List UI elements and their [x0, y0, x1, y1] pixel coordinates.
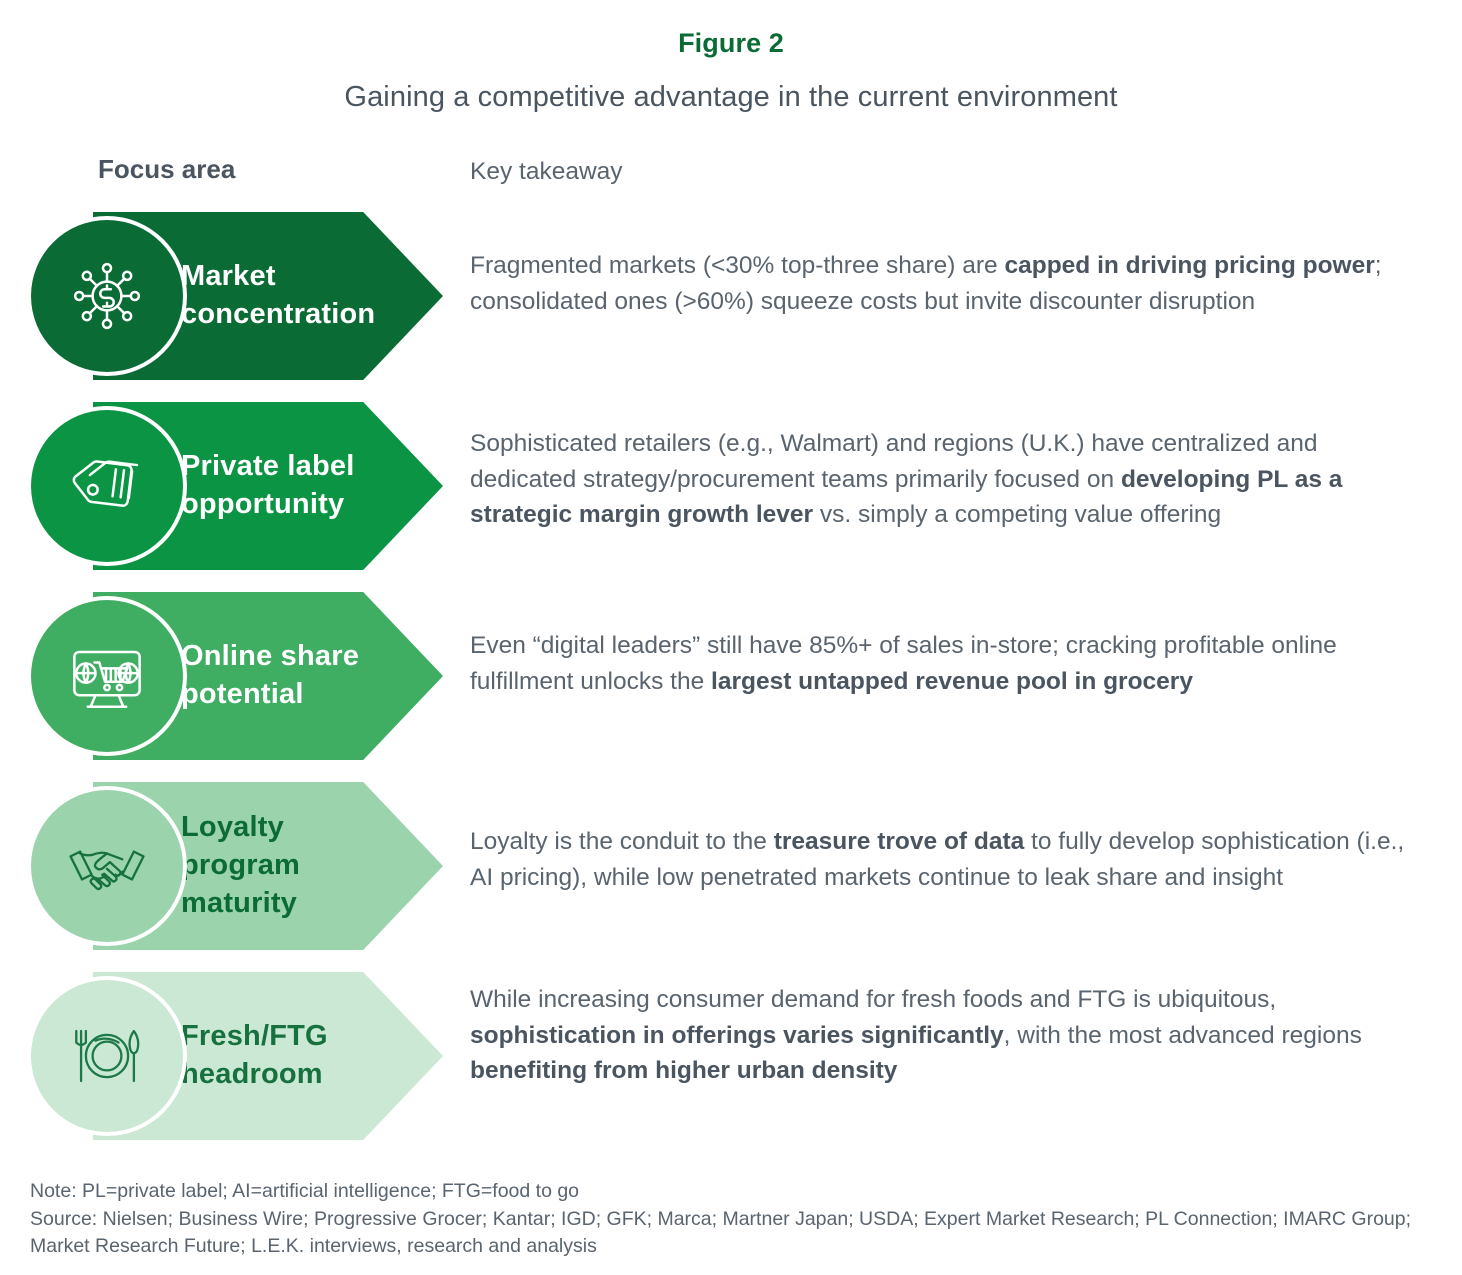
column-headers: Focus area Key takeaway — [0, 154, 1462, 198]
takeaway-online-share-potential: Even “digital leaders” still have 85%+ o… — [470, 632, 1337, 695]
figure-title: Gaining a competitive advantage in the c… — [344, 81, 1118, 113]
rows-container: Market concentration — [0, 212, 1462, 1147]
plate-cutlery-icon — [75, 1029, 140, 1083]
focus-label: Fresh/FTG headroom — [181, 1020, 328, 1090]
column-header-focus-area: Focus area — [98, 154, 236, 184]
handshake-icon — [69, 850, 145, 891]
takeaway-loyalty-program-maturity: Loyalty is the conduit to the treasure t… — [470, 828, 1405, 891]
row-fresh-ftg-headroom: Fresh/FTG headroom While increasing cons… — [0, 972, 1462, 1147]
takeaway-market-concentration: Fragmented markets (<30% top-three share… — [470, 252, 1382, 315]
column-header-key-takeaway: Key takeaway — [470, 158, 623, 185]
figure-label: Figure 2 — [678, 28, 784, 58]
monitor-cart-icon — [73, 650, 141, 708]
focus-label: Private label opportunity — [181, 450, 355, 520]
icon-circle-market-concentration — [31, 220, 183, 372]
row-market-concentration: Market concentration — [0, 212, 1462, 402]
footer-notes: Note: PL=private label; AI=artificial in… — [30, 1178, 1430, 1261]
icon-circle-online-share-potential — [31, 600, 183, 752]
footer-source-line-1: Source: Nielsen; Business Wire; Progress… — [30, 1207, 1412, 1230]
takeaway-fresh-ftg-headroom: While increasing consumer demand for fre… — [470, 986, 1362, 1085]
icon-circle-fresh-ftg-headroom — [31, 980, 183, 1132]
takeaway-private-label-opportunity: Sophisticated retailers (e.g., Walmart) … — [470, 430, 1343, 529]
focus-label: Online share potential — [181, 640, 360, 710]
row-loyalty-program-maturity: Loyalty program maturity Loyalty is the — [0, 782, 1462, 972]
icon-circle-loyalty-program-maturity — [31, 790, 183, 942]
icon-circle-private-label-opportunity — [31, 410, 183, 562]
dollar-network-icon — [73, 262, 141, 330]
focus-label: Loyalty program maturity — [181, 811, 301, 919]
price-tag-icon — [72, 460, 139, 507]
row-online-share-potential: Online share potential Even “digital le — [0, 592, 1462, 782]
footer-source-line-2: Market Research Future; L.E.K. interview… — [30, 1235, 597, 1258]
focus-label: Market concentration — [181, 260, 376, 330]
footer-note: Note: PL=private label; AI=artificial in… — [30, 1179, 580, 1202]
row-private-label-opportunity: Private label opportunity Sophisticated … — [0, 402, 1462, 592]
